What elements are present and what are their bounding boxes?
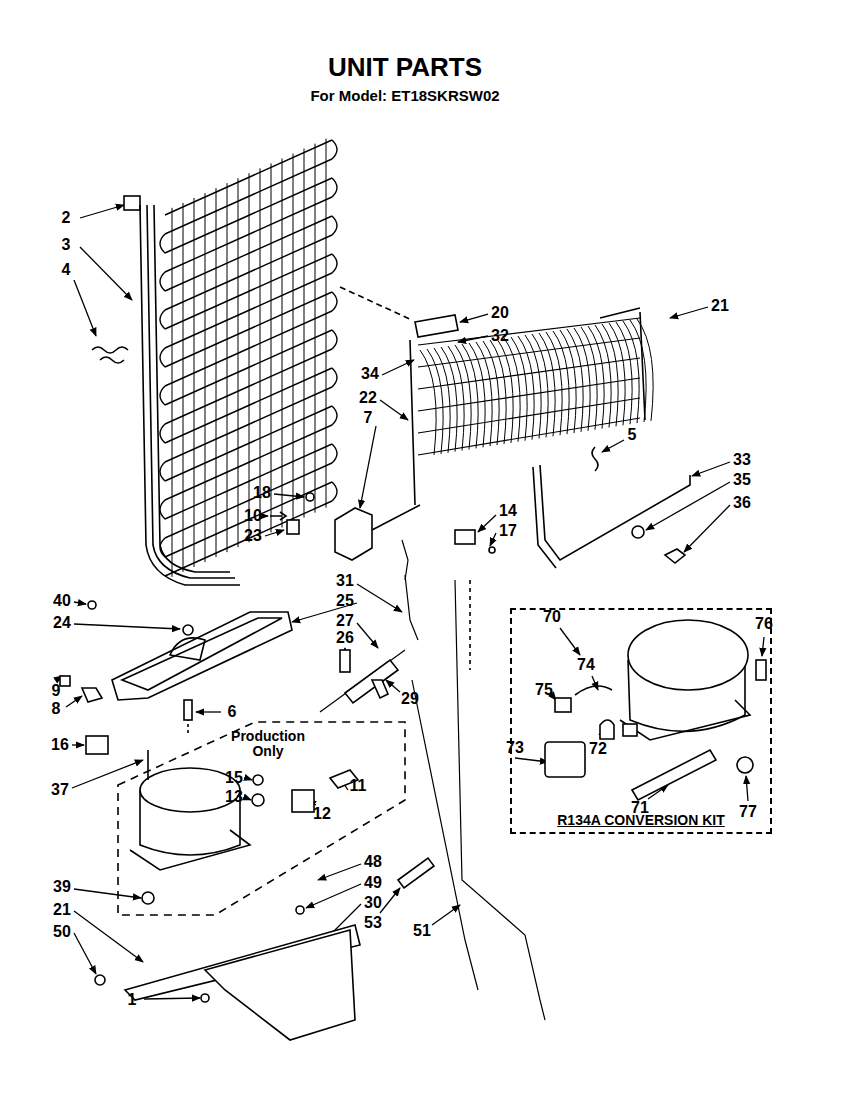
callout-number: 15 <box>225 769 243 787</box>
callout-number: 8 <box>52 700 61 718</box>
callout-number: 22 <box>359 389 377 407</box>
callout-number: 7 <box>364 409 373 427</box>
callout-number: 23 <box>244 527 262 545</box>
callout-number: 36 <box>733 494 751 512</box>
callout-number: 40 <box>53 592 71 610</box>
callout-number: 73 <box>506 739 524 757</box>
callout-number: 2 <box>62 209 71 227</box>
callout-number: 17 <box>499 522 517 540</box>
callout-number: 29 <box>401 690 419 708</box>
callout-number: 48 <box>364 853 382 871</box>
callout-number: 72 <box>589 740 607 758</box>
callout-number: 37 <box>51 781 69 799</box>
callout-number: 30 <box>364 894 382 912</box>
callout-number: 77 <box>739 803 757 821</box>
callout-number: 14 <box>499 502 517 520</box>
callout-number: 20 <box>491 304 509 322</box>
callout-number: 35 <box>733 471 751 489</box>
callout-number: 21 <box>711 297 729 315</box>
callout-number: 13 <box>225 788 243 806</box>
model-subtitle: For Model: ET18SKRSW02 <box>310 88 499 105</box>
callout-number: 34 <box>361 365 379 383</box>
callout-number: 49 <box>364 874 382 892</box>
callout-number: 75 <box>535 681 553 699</box>
callout-number: 16 <box>51 736 69 754</box>
callout-number: 1 <box>128 991 137 1009</box>
callout-number: 3 <box>62 236 71 254</box>
callout-number: 76 <box>755 615 773 633</box>
callout-number: 26 <box>336 629 354 647</box>
note-label: Production Only <box>225 729 311 760</box>
callout-number: 6 <box>228 703 237 721</box>
callout-number: 9 <box>52 682 61 700</box>
callout-number: 27 <box>336 612 354 630</box>
diagram-title: UNIT PARTS <box>328 52 482 83</box>
callout-number: 31 <box>336 572 354 590</box>
callout-number: 50 <box>53 923 71 941</box>
callout-number: 74 <box>577 656 595 674</box>
callout-number: 4 <box>62 261 71 279</box>
callout-number: 12 <box>313 805 331 823</box>
callout-number: 21 <box>53 901 71 919</box>
callout-number: 51 <box>413 922 431 940</box>
callout-number: 11 <box>350 777 367 795</box>
callout-number: 10 <box>244 507 262 525</box>
callout-number: 70 <box>543 608 561 626</box>
callout-number: 33 <box>733 451 751 469</box>
callout-number: 32 <box>491 327 509 345</box>
callout-number: 39 <box>53 878 71 896</box>
callout-number: 18 <box>253 484 271 502</box>
callout-number: 24 <box>53 614 71 632</box>
callout-number: 25 <box>336 592 354 610</box>
callout-number: 71 <box>631 799 649 817</box>
callout-number: 5 <box>628 426 637 444</box>
callout-number: 53 <box>364 914 382 932</box>
